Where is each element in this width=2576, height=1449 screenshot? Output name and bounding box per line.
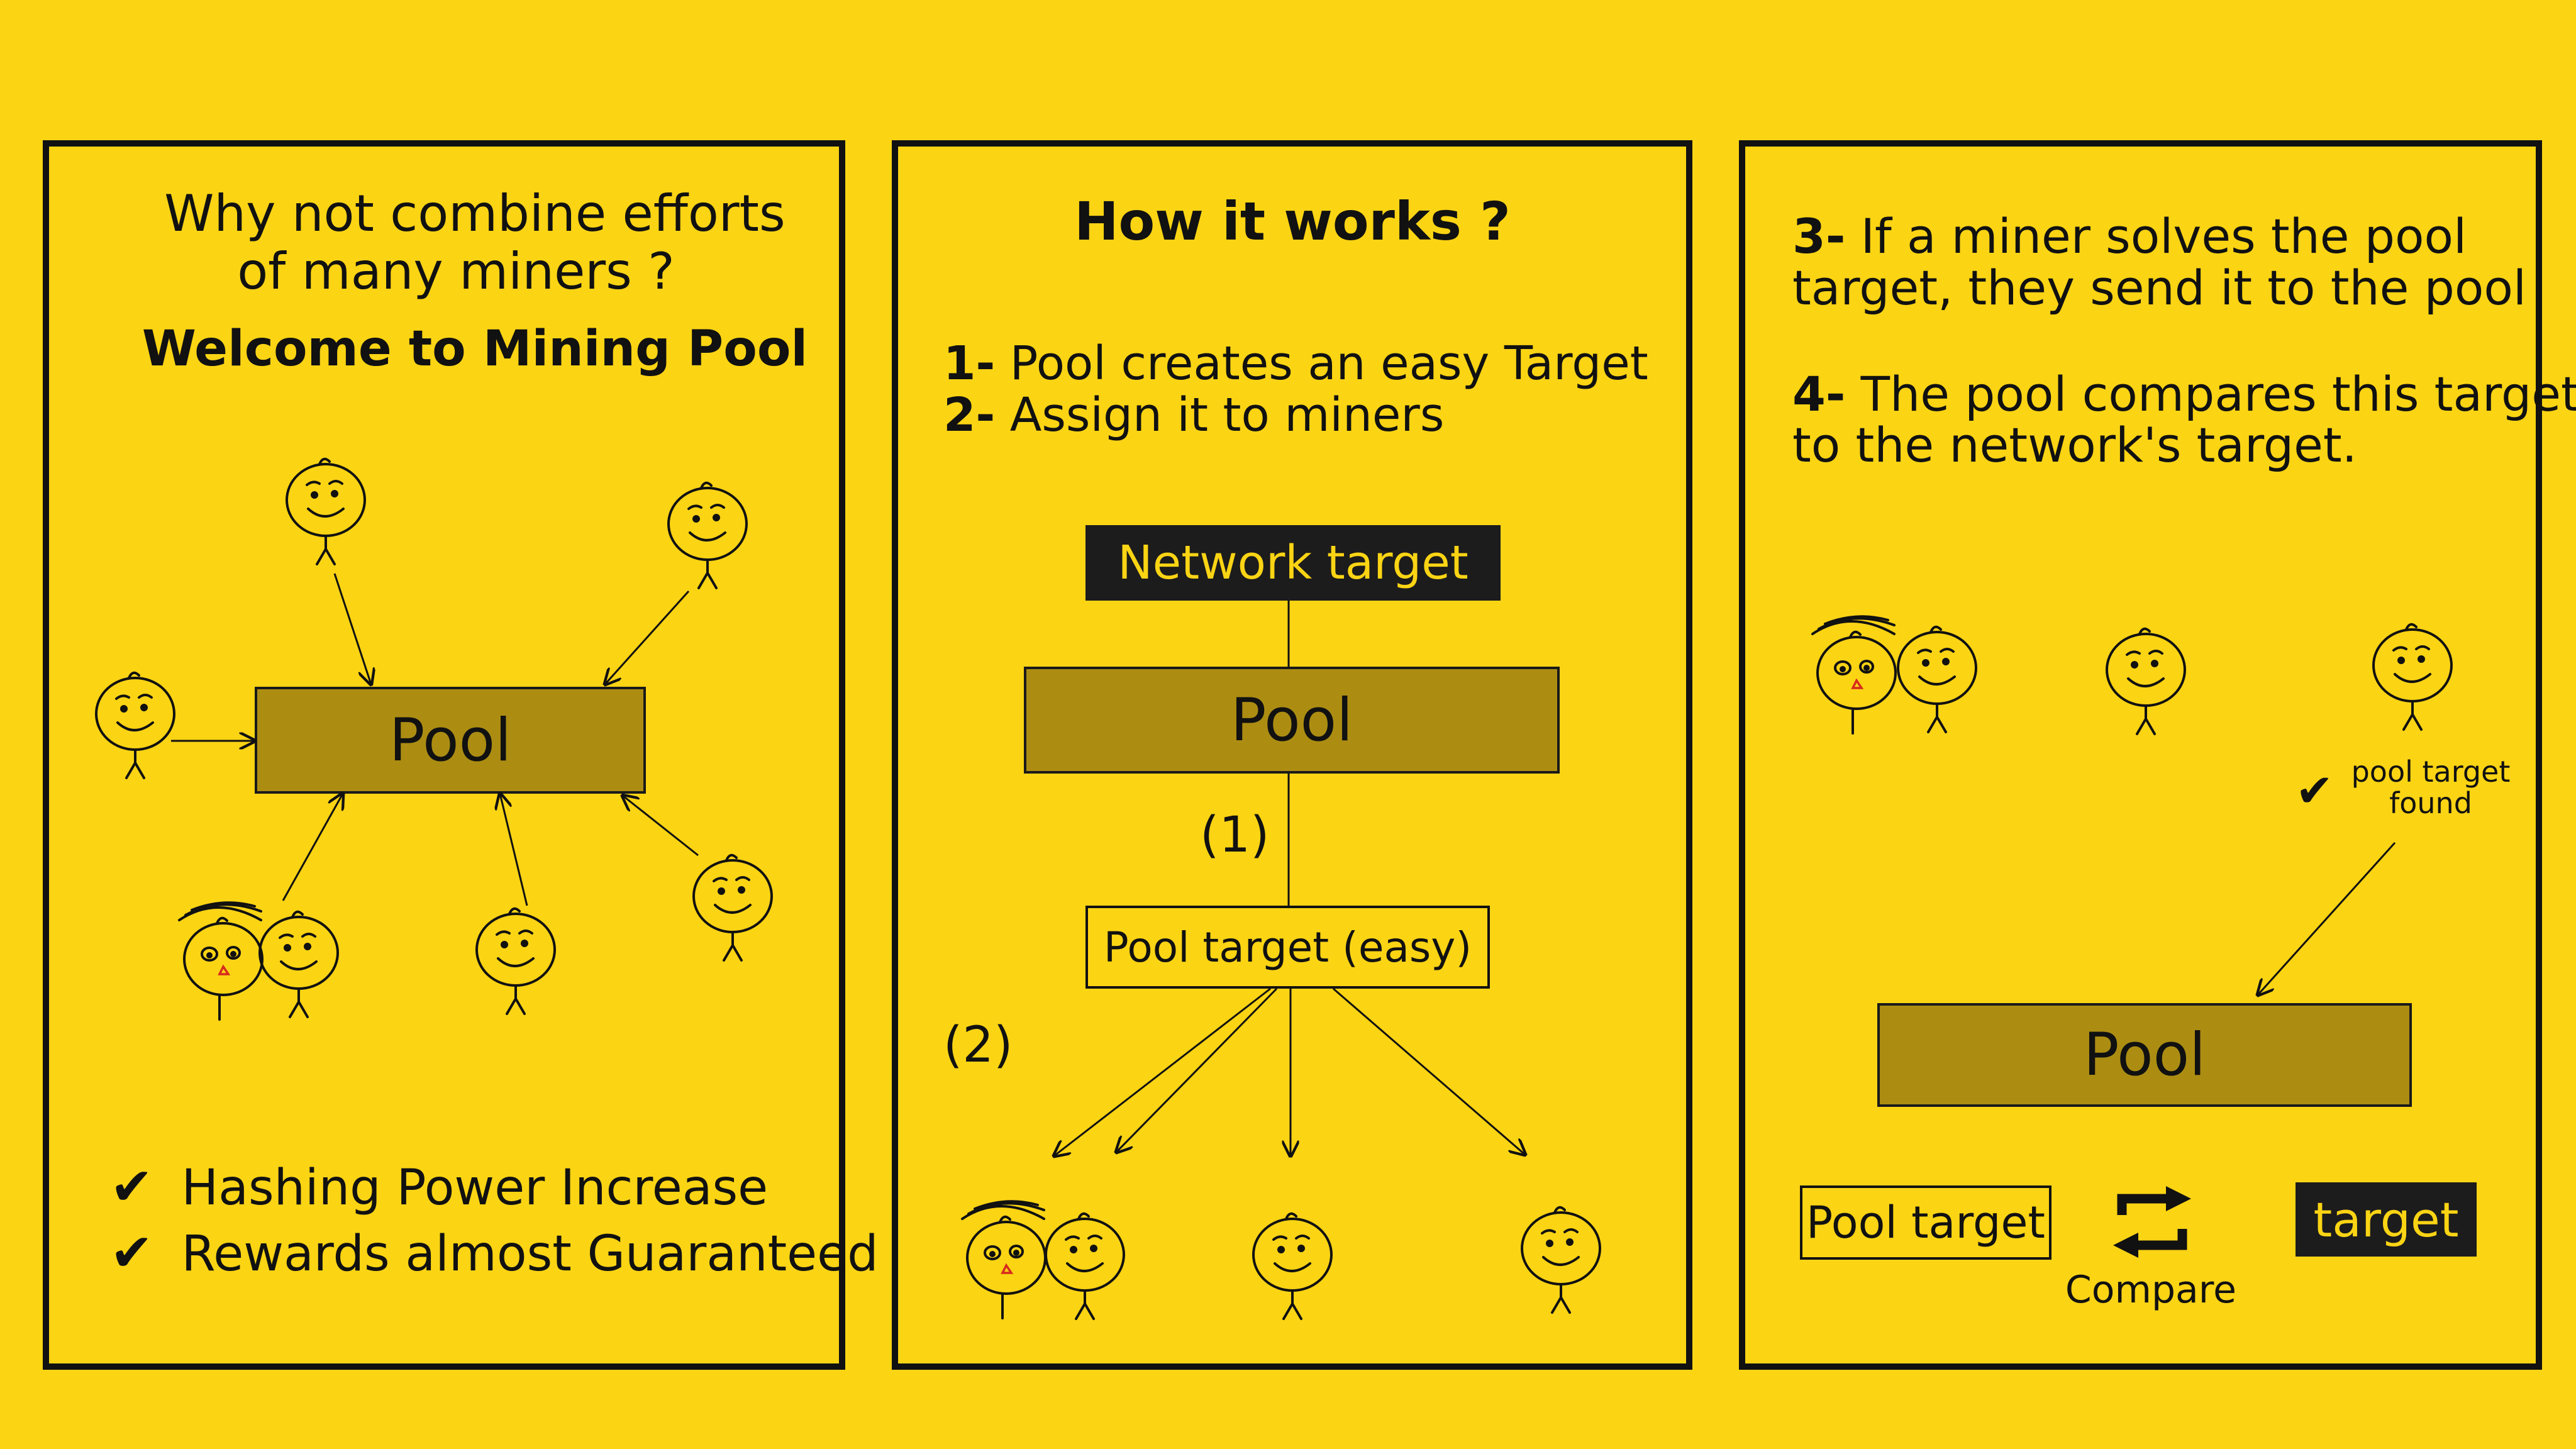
benefit-1-text: Hashing Power Increase bbox=[181, 1160, 769, 1216]
miner-p1-bottom-right-stick-figure-miner-icon bbox=[692, 853, 773, 962]
pool-target-label: Pool target bbox=[1806, 1197, 2045, 1248]
step3-number: 3- bbox=[1792, 208, 1846, 264]
found-check-icon: ✔ bbox=[2296, 764, 2334, 817]
network-target-small-box: target bbox=[2296, 1182, 2477, 1257]
miner-p3-c-stick-figure-miner-icon bbox=[2106, 627, 2186, 735]
benefit-2-text: Rewards almost Guaranteed bbox=[181, 1226, 879, 1282]
miner-p1-top-left-stick-figure-miner-icon bbox=[286, 457, 366, 565]
pool-target-box: Pool target bbox=[1800, 1185, 2051, 1260]
check-icon: ✔ bbox=[110, 1223, 153, 1283]
panel1-pool-label: Pool bbox=[389, 706, 512, 775]
swap-arrows-icon bbox=[2113, 1186, 2191, 1258]
miner-p1-left-stick-figure-miner-icon bbox=[95, 671, 175, 779]
panel2-title: How it works ? bbox=[1074, 191, 1511, 252]
step4-number: 4- bbox=[1792, 366, 1846, 422]
miner-p1-top-right-stick-figure-miner-icon bbox=[667, 481, 748, 589]
miner-p2-c-stick-figure-miner-icon bbox=[1252, 1212, 1333, 1320]
panel2-pool-box: Pool bbox=[1024, 667, 1560, 774]
found-label-line1: pool target bbox=[2351, 755, 2511, 789]
panel2-step-1: 1- Pool creates an easy Target bbox=[943, 339, 1648, 389]
network-target-small-label: target bbox=[2313, 1191, 2459, 1248]
panel3-pool-label: Pool bbox=[2083, 1021, 2206, 1089]
compare-label: Compare bbox=[2065, 1268, 2237, 1312]
miner-p1-bottom-mid-stick-figure-miner-icon bbox=[475, 907, 556, 1015]
check-icon: ✔ bbox=[110, 1157, 153, 1217]
panel1-question-line2: of many miners ? bbox=[237, 242, 675, 301]
benefit-2: ✔ Rewards almost Guaranteed bbox=[110, 1226, 879, 1280]
miner-p3-a-stick-figure-miner-icon bbox=[1811, 615, 1897, 735]
panel-2 bbox=[892, 140, 1692, 1370]
benefit-1: ✔ Hashing Power Increase bbox=[110, 1160, 768, 1214]
miner-p2-b-stick-figure-miner-icon bbox=[1045, 1212, 1125, 1320]
step1-text: Pool creates an easy Target bbox=[1009, 336, 1648, 391]
step3-line1-text: If a miner solves the pool bbox=[1860, 208, 2467, 264]
panel1-question-line1: Why not combine efforts bbox=[164, 184, 786, 243]
network-target-label: Network target bbox=[1118, 536, 1468, 590]
miner-p2-d-stick-figure-miner-icon bbox=[1521, 1206, 1601, 1314]
marker-1: (1) bbox=[1200, 807, 1270, 863]
panel-1 bbox=[43, 140, 845, 1370]
pool-target-easy-label: Pool target (easy) bbox=[1103, 923, 1472, 972]
step2-number: 2- bbox=[943, 388, 996, 442]
found-label-line2: found bbox=[2389, 786, 2472, 820]
miner-p3-d-stick-figure-miner-icon bbox=[2372, 623, 2453, 731]
step2-text: Assign it to miners bbox=[1009, 388, 1445, 442]
miner-p1-bottom-left-b-stick-figure-miner-icon bbox=[258, 910, 339, 1018]
panel3-step-3-line2: target, they send it to the pool bbox=[1792, 260, 2526, 316]
panel2-step-2: 2- Assign it to miners bbox=[943, 391, 1444, 440]
panel3-step-4-line1: 4- The pool compares this target bbox=[1792, 369, 2576, 419]
network-target-box: Network target bbox=[1085, 525, 1501, 601]
panel1-welcome-title: Welcome to Mining Pool bbox=[142, 321, 808, 377]
panel3-step-3-line1: 3- If a miner solves the pool bbox=[1792, 211, 2467, 262]
step1-number: 1- bbox=[943, 336, 996, 391]
pool-target-easy-box: Pool target (easy) bbox=[1085, 906, 1490, 989]
step4-line1-text: The pool compares this target bbox=[1860, 366, 2576, 422]
panel2-pool-label: Pool bbox=[1230, 686, 1353, 755]
miner-p3-b-stick-figure-miner-icon bbox=[1897, 625, 1977, 733]
panel1-pool-box: Pool bbox=[255, 687, 646, 794]
marker-2: (2) bbox=[943, 1017, 1013, 1074]
panel-3 bbox=[1739, 140, 2542, 1370]
panel3-pool-box: Pool bbox=[1877, 1003, 2412, 1107]
miner-p1-bottom-left-a-stick-figure-miner-icon bbox=[178, 901, 264, 1021]
panel3-step-4-line2: to the network's target. bbox=[1792, 417, 2357, 473]
